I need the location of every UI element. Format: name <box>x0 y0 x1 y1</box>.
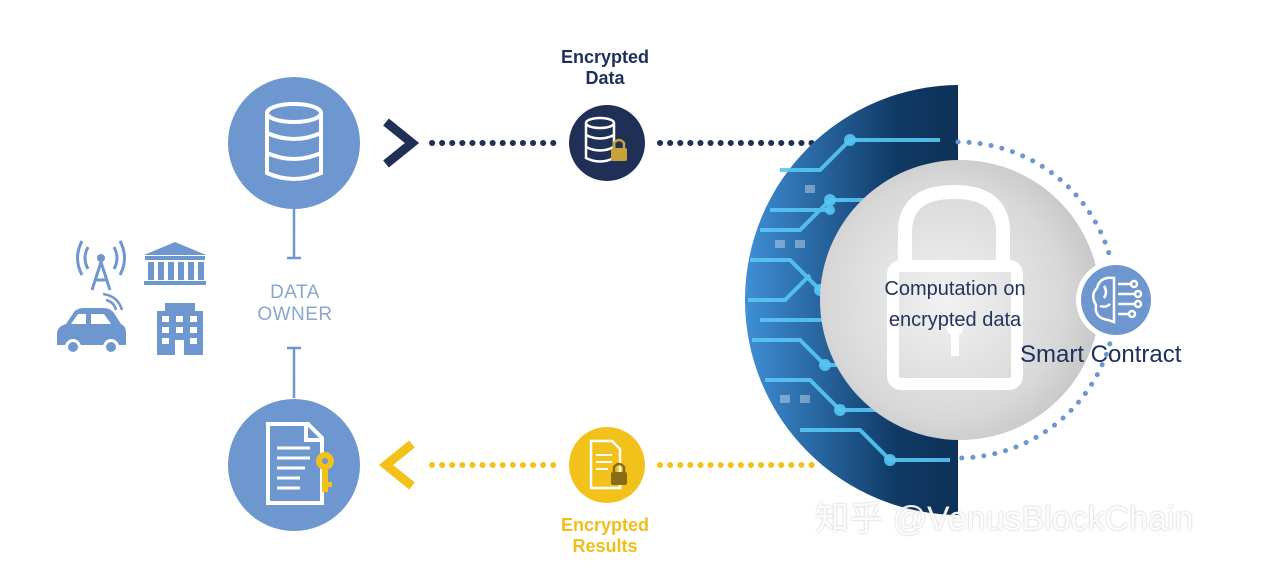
encrypted-results-label: Encrypted Results <box>560 515 650 556</box>
computation-label: Computation on encrypted data <box>884 278 1026 331</box>
car-icon <box>57 292 126 355</box>
padlock-icon <box>887 184 1023 390</box>
encrypted-results-node[interactable] <box>569 427 645 503</box>
computation-disc <box>820 160 1100 440</box>
document-lock-icon <box>589 439 627 490</box>
smart-contract-node[interactable] <box>1076 260 1156 340</box>
database-lock-icon <box>584 116 627 163</box>
encrypted-data-label: Encrypted Data <box>560 47 650 88</box>
results-node[interactable] <box>228 399 360 531</box>
send-chevron-icon <box>383 118 420 168</box>
brain-circuit-icon <box>1092 276 1143 324</box>
office-building-icon <box>157 303 203 355</box>
encrypted-data-node[interactable] <box>569 105 645 181</box>
database-node[interactable] <box>228 77 360 209</box>
antenna-icon <box>76 240 126 291</box>
watermark: 知乎 @VenusBlockChain <box>815 500 1194 538</box>
return-chevron-icon <box>378 440 415 490</box>
data-owner-label: DATA OWNER <box>257 282 333 325</box>
bank-icon <box>144 242 206 285</box>
document-key-icon <box>266 422 334 505</box>
smart-contract-label: Smart Contract <box>1020 341 1182 368</box>
database-icon <box>265 102 323 181</box>
owner-connector <box>287 205 301 398</box>
